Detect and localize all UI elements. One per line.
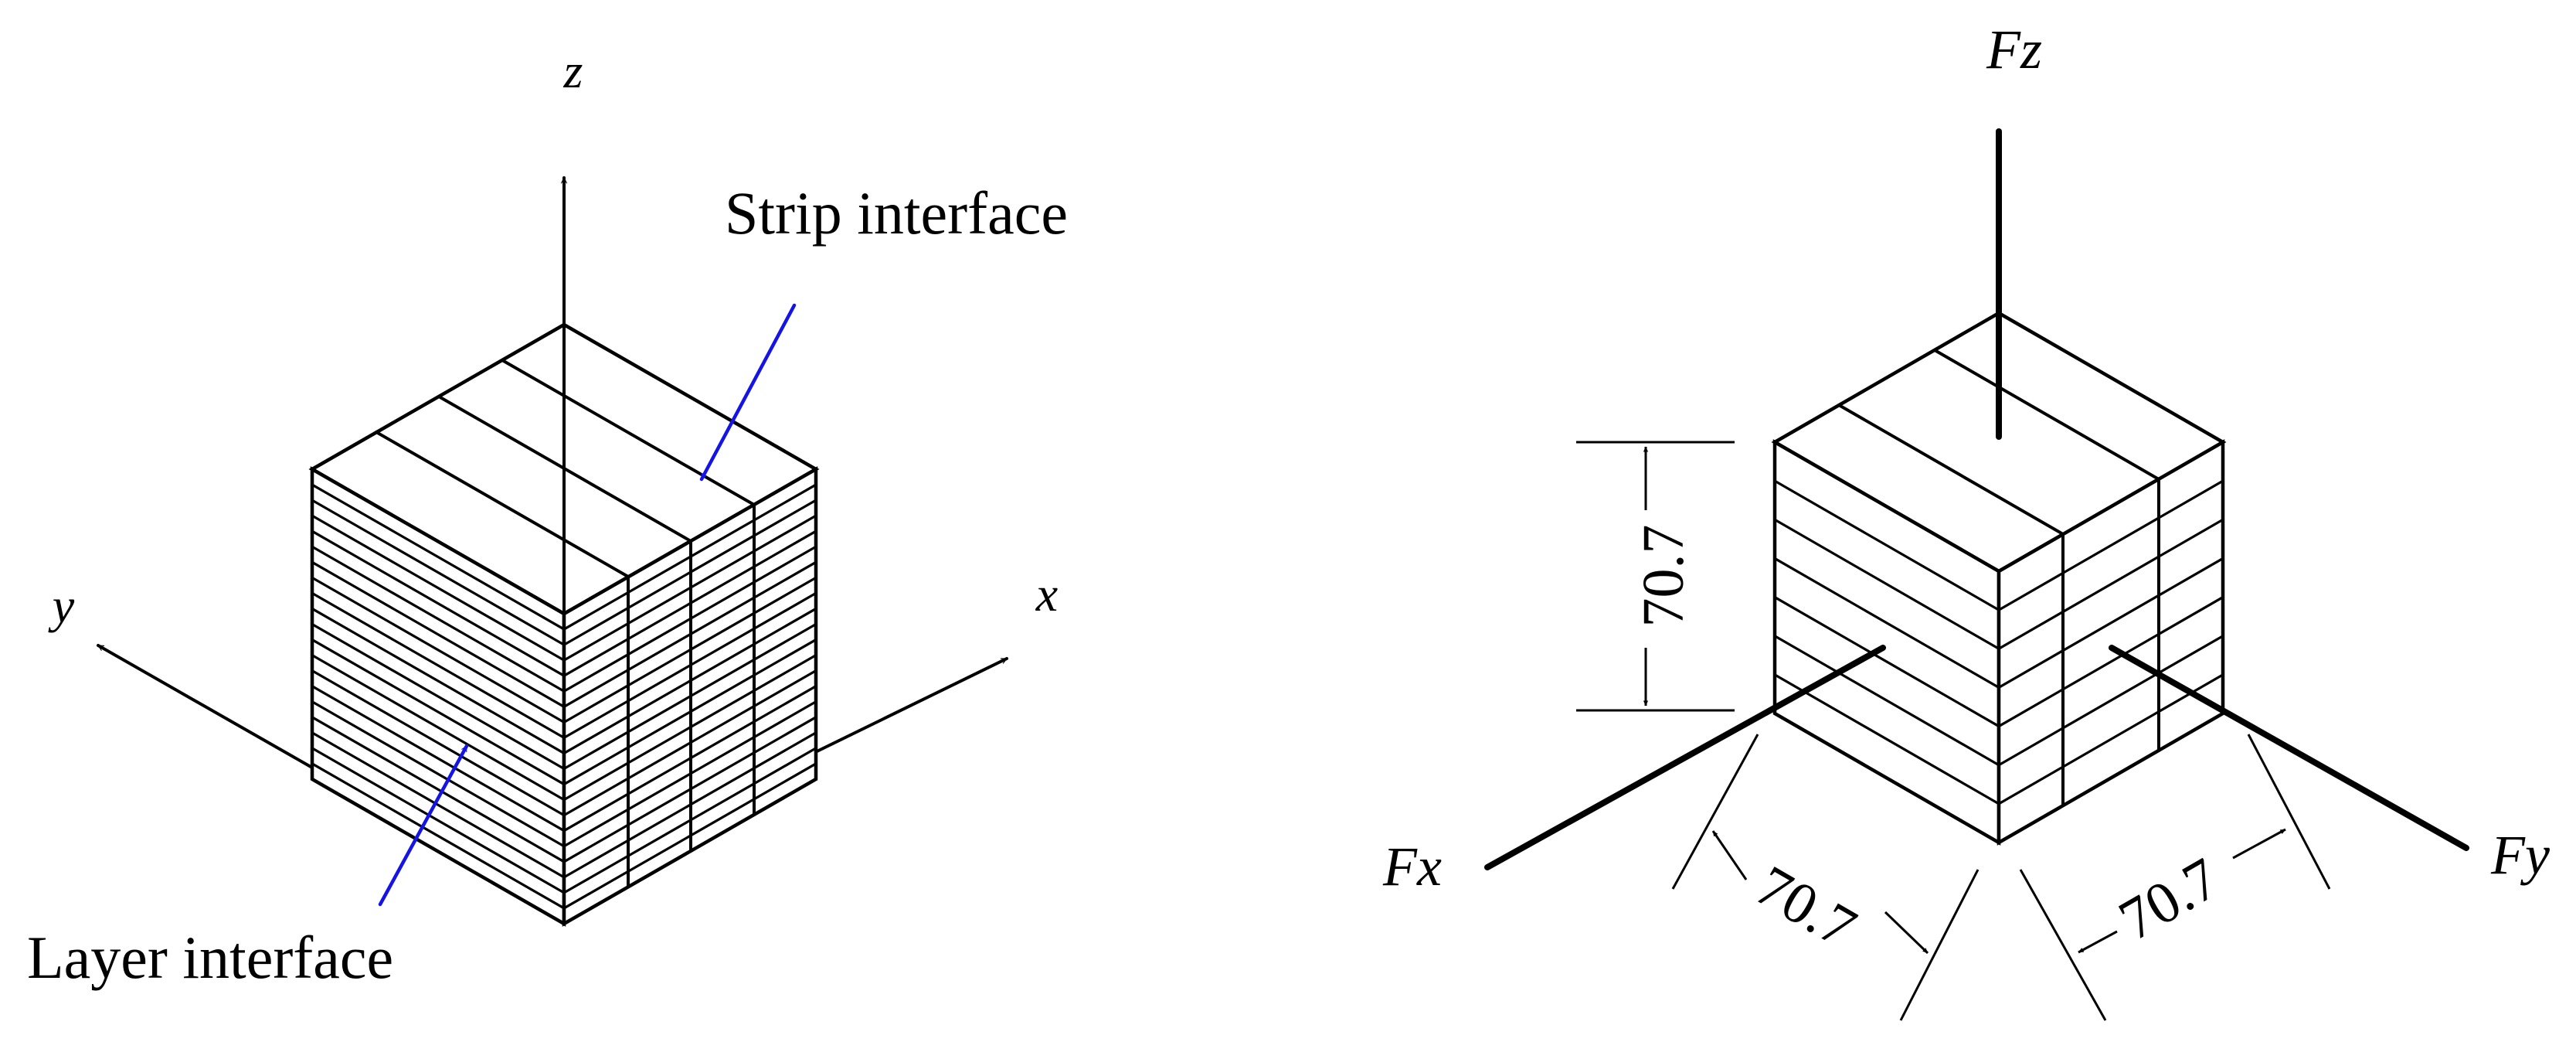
layer-line (311, 530, 565, 677)
layer-line (1998, 479, 2224, 611)
layer-line (1998, 673, 2224, 805)
layer-line (311, 608, 565, 754)
y-width-dimension-value: 70.7 (2109, 846, 2230, 953)
loading-specimen-figure: Fz Fx Fy 70.7 70.7 70.7 (1382, 19, 2550, 1021)
layer-line (1998, 557, 2224, 689)
strip-line-top (501, 359, 756, 506)
layer-interface-label: Layer interface (27, 924, 393, 991)
layer-line (1998, 635, 2224, 767)
force-x-label: Fx (1382, 836, 1442, 897)
force-z-label: Fz (1986, 19, 2042, 80)
layered-specimen-figure: z x y Strip interface Layer interface (27, 43, 1068, 991)
layer-line (311, 545, 565, 693)
layer-lines (1774, 479, 2224, 805)
layer-line (311, 747, 565, 894)
y-axis-arrow (97, 644, 314, 769)
layer-line (311, 576, 565, 724)
layer-line (1774, 673, 2000, 805)
x-axis-label: x (1035, 567, 1058, 621)
layer-line (311, 483, 565, 631)
layer-line (311, 731, 565, 879)
layer-line (311, 700, 565, 848)
layer-line (311, 592, 565, 739)
layer-line (311, 685, 565, 833)
layer-line (311, 638, 565, 785)
layer-line (311, 623, 565, 770)
strip-line-top (1837, 404, 2065, 536)
strip-interface-pointer (699, 303, 797, 482)
layer-line (1998, 596, 2224, 727)
layer-line (1774, 518, 2000, 650)
layer-line (311, 560, 565, 708)
layer-line (311, 514, 565, 662)
layer-line (1998, 518, 2224, 650)
force-x-arrow (1484, 645, 1886, 870)
x-width-dimension-value: 70.7 (1745, 853, 1867, 961)
layer-line (1774, 479, 2000, 611)
layer-line (1774, 557, 2000, 689)
height-dimension: 70.7 (1576, 441, 1735, 712)
layer-line (311, 654, 565, 801)
layer-line (311, 716, 565, 863)
force-y-arrow (2109, 645, 2469, 851)
strip-line-top (1933, 349, 2160, 481)
z-axis-label: z (563, 43, 583, 98)
layer-line (311, 762, 565, 910)
height-dimension-value: 70.7 (1631, 525, 1696, 628)
layer-line (311, 499, 565, 646)
layer-line (311, 669, 565, 817)
layer-interface-pointer (378, 744, 469, 907)
strip-interface-label: Strip interface (725, 179, 1068, 247)
loaded-cube (1771, 311, 2227, 846)
strip-line-top (375, 431, 630, 578)
force-y-label: Fy (2490, 824, 2550, 886)
layer-line (1774, 596, 2000, 727)
layer-line (1774, 635, 2000, 767)
y-axis-label: y (48, 578, 75, 633)
